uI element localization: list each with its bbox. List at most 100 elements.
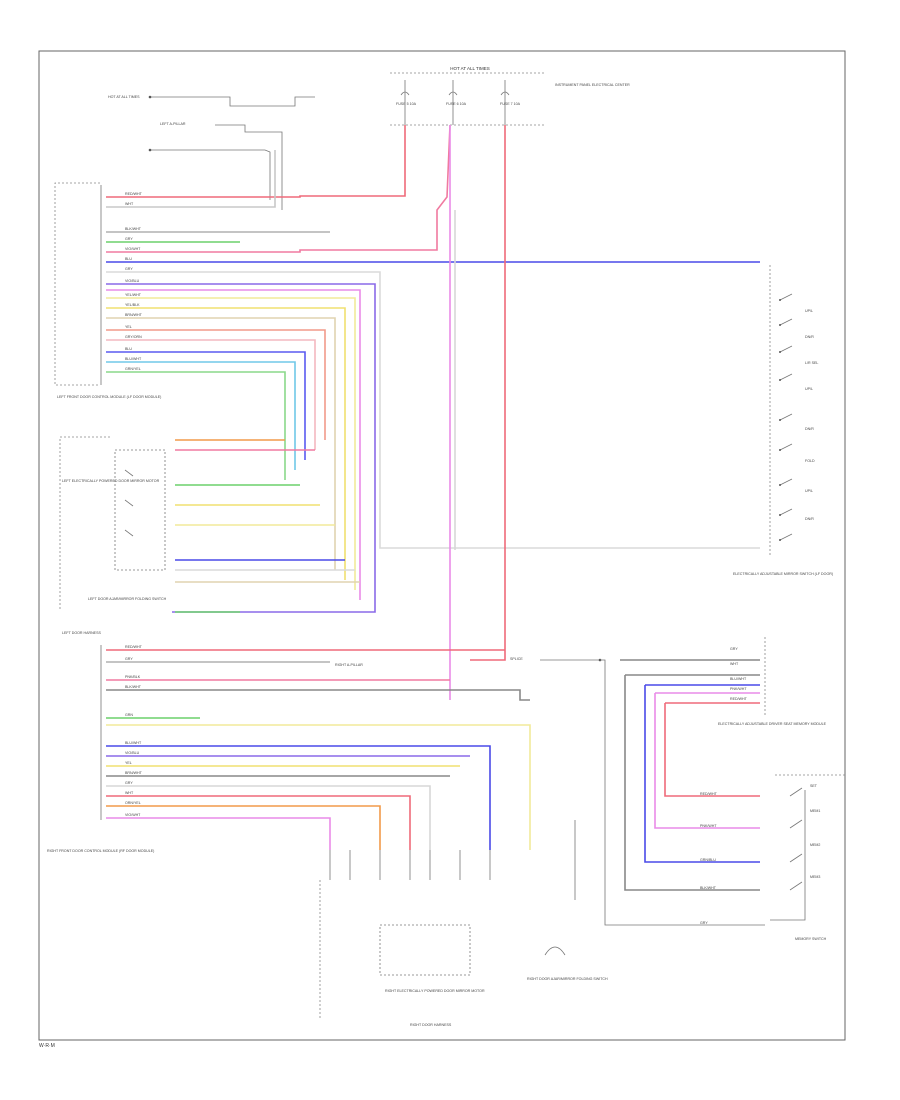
top-left-switches: HOT AT ALL TIMES LEFT A-PILLAR — [108, 95, 315, 210]
mirror-switch-panel-label: ELECTRICALLY ADJUSTABLE MIRROR SWITCH (L… — [733, 572, 833, 576]
wire-pale-pink — [106, 339, 316, 450]
mirror-switch-label-1: DN/R — [805, 335, 814, 339]
ground-rf-label: RIGHT A-PILLAR — [335, 663, 363, 667]
seat-module-wire-3: PNK/WHT — [730, 687, 747, 691]
right-module-wires — [106, 649, 531, 850]
right-mirror-motor-label: RIGHT ELECTRICALLY POWERED DOOR MIRROR M… — [385, 989, 485, 993]
mirror-switch-label-0: UP/L — [805, 309, 813, 313]
left-module-pin-labels: RED/WHT WHT BLK/WHT GRY VIO/WHT BLU GRY … — [125, 192, 143, 371]
lf-wire-label-13: BLU — [125, 347, 132, 351]
memory-switch-wire-1: PNK/WHT — [700, 824, 717, 828]
rf-wire-label-9: GRY — [125, 781, 133, 785]
memory-switch-mem1: MEM1 — [810, 809, 820, 813]
splice-area: SPLICE RIGHT A-PILLAR — [335, 657, 765, 926]
left-front-door-module: LEFT FRONT DOOR CONTROL MODULE (LF DOOR … — [54, 182, 161, 399]
right-door-harness-label: RIGHT DOOR HARNESS — [410, 1023, 452, 1027]
mirror-switch-label-6: UP/L — [805, 489, 813, 493]
fuse-box: HOT AT ALL TIMES INSTRUMENT PANEL ELECTR… — [390, 66, 630, 126]
left-door-harness-label: LEFT DOOR HARNESS — [62, 631, 101, 635]
memory-switch-wire-3: BLK/WHT — [700, 886, 717, 890]
mirror-switch-label-7: DN/R — [805, 517, 814, 521]
rf-wire-label-1: GRY — [125, 657, 133, 661]
right-module-pin-labels: RED/WHT GRY PNK/BLK BLK/WHT GRN BLU/WHT … — [125, 645, 143, 817]
memory-switch-set: SET — [810, 784, 818, 788]
lf-wire-label-5: BLU — [125, 257, 132, 261]
wire-orange-red — [106, 329, 326, 440]
mirror-switch-label-4: DN/R — [805, 427, 814, 431]
fuse-7-label: FUSE 7 10A — [500, 102, 521, 106]
lf-wire-label-10: BRN/WHT — [125, 313, 143, 317]
right-fold-switch: RIGHT DOOR AJAR/MIRROR FOLDING SWITCH — [527, 820, 608, 981]
right-front-door-module-label: RIGHT FRONT DOOR CONTROL MODULE (RF DOOR… — [47, 849, 154, 853]
ground-lf-label: LEFT A-PILLAR — [160, 122, 186, 126]
rf-wire-label-8: BRN/WHT — [125, 771, 143, 775]
left-front-door-module-label: LEFT FRONT DOOR CONTROL MODULE (LF DOOR … — [57, 395, 161, 399]
memory-switch-mem3: MEM3 — [810, 875, 820, 879]
lf-wire-label-15: GRN/YEL — [125, 367, 141, 371]
lf-wire-label-9: YEL/BLK — [125, 303, 140, 307]
wire-violet — [106, 283, 376, 613]
right-fold-switch-label: RIGHT DOOR AJAR/MIRROR FOLDING SWITCH — [527, 977, 608, 981]
mirror-switch-label-2: L/R SEL — [805, 361, 818, 365]
mirror-switch-label-3: UP/L — [805, 387, 813, 391]
lf-wire-label-4: VIO/WHT — [125, 247, 141, 251]
fuse-5-label: FUSE 5 10A — [396, 102, 417, 106]
memory-switch: MEMORY SWITCH RED/WHT PNK/WHT GRN/BLU BL… — [700, 774, 845, 941]
wire-yellow-2 — [106, 307, 346, 580]
seat-module-wire-4: RED/WHT — [730, 697, 748, 701]
memory-switch-wire-2: GRN/BLU — [700, 858, 716, 862]
memory-switch-wire-4: GRY — [700, 921, 708, 925]
driver-seat-module: ELECTRICALLY ADJUSTABLE DRIVER SEAT MEMO… — [620, 637, 827, 891]
lf-wire-label-12: GRY/ORN — [125, 335, 142, 339]
rf-wire-label-7: YEL — [125, 761, 132, 765]
left-module-wires — [106, 124, 760, 613]
splice-label: SPLICE — [510, 657, 523, 661]
memory-switch-wire-0: RED/WHT — [700, 792, 718, 796]
diagram-frame — [38, 50, 846, 1041]
wire-yellow-1 — [106, 297, 356, 590]
vertical-feed-wires — [449, 125, 506, 700]
hot-at-all-times-label: HOT AT ALL TIMES — [108, 95, 140, 99]
wire-cyan — [106, 361, 296, 470]
rf-wire-label-5: BLU/WHT — [125, 741, 142, 745]
footer-credit: W·R·M — [39, 1043, 55, 1049]
rf-wire-label-2: PNK/BLK — [125, 675, 141, 679]
right-front-door-module: RIGHT FRONT DOOR CONTROL MODULE (RF DOOR… — [47, 645, 154, 853]
left-motor-wires — [175, 439, 360, 613]
mirror-switch-panel: ELECTRICALLY ADJUSTABLE MIRROR SWITCH (L… — [733, 265, 833, 576]
lf-wire-label-11: YEL — [125, 325, 132, 329]
lf-wire-label-7: VIO/BLU — [125, 279, 140, 283]
right-mirror-motor: RIGHT ELECTRICALLY POWERED DOOR MIRROR M… — [319, 850, 491, 1027]
fuse-box-title: HOT AT ALL TIMES — [450, 66, 490, 71]
lf-wire-label-8: YEL/WHT — [125, 293, 142, 297]
wire-tan — [106, 317, 336, 570]
fuse-6-label: FUSE 6 10A — [446, 102, 467, 106]
lf-wire-label-14: BLU/WHT — [125, 357, 142, 361]
wire-blue-2 — [106, 351, 306, 460]
left-mirror-motor-label: LEFT ELECTRICALLY POWERED DOOR MIRROR MO… — [62, 479, 160, 483]
rf-wire-label-6: VIO/BLU — [125, 751, 140, 755]
seat-module-wire-2: BLU/WHT — [730, 677, 747, 681]
wire-red-fuse5 — [106, 125, 406, 198]
lf-wire-label-6: GRY — [125, 267, 133, 271]
rf-wire-label-11: ORN/YEL — [125, 801, 141, 805]
rf-wire-label-0: RED/WHT — [125, 645, 143, 649]
lf-wire-label-3: GRY — [125, 237, 133, 241]
left-mirror-motor: LEFT ELECTRICALLY POWERED DOOR MIRROR MO… — [59, 436, 167, 635]
lf-wire-label-2: BLK/WHT — [125, 227, 142, 231]
wire-white-1 — [106, 150, 276, 208]
fuse-box-subtitle: INSTRUMENT PANEL ELECTRICAL CENTER — [555, 83, 630, 87]
lf-wire-label-0: RED/WHT — [125, 192, 143, 196]
mirror-switch-label-5: FOLD — [805, 459, 815, 463]
rf-wire-label-3: BLK/WHT — [125, 685, 142, 689]
wire-green-2 — [106, 371, 286, 480]
wire-pink-fuse6 — [106, 124, 451, 253]
rf-wire-label-12: VIO/WHT — [125, 813, 141, 817]
wire-lightgray-long — [106, 271, 760, 549]
wire-magenta — [106, 289, 361, 600]
rf-wire-label-10: WHT — [125, 791, 134, 795]
lf-wire-label-1: WHT — [125, 202, 134, 206]
seat-module-wire-1: WHT — [730, 662, 739, 666]
rf-wire-label-4: GRN — [125, 713, 133, 717]
